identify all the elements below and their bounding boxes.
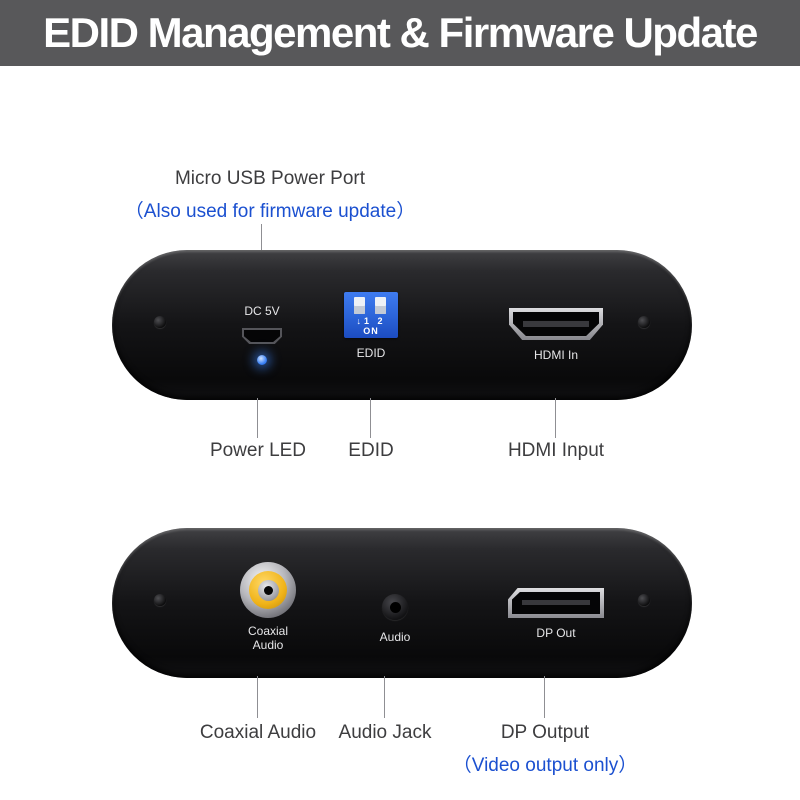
edid-port-label: EDID xyxy=(356,346,386,360)
hdmi-in-label: HDMI In xyxy=(533,348,578,362)
callout-power-led: Power LED xyxy=(209,440,307,461)
screw-icon xyxy=(154,594,166,606)
callout-hdmi-input: HDMI Input xyxy=(507,440,605,461)
usb-annotation-subtitle: （Also used for firmware update） xyxy=(124,201,416,222)
coaxial-port-label: Coaxial Audio xyxy=(208,624,328,652)
screw-icon xyxy=(638,316,650,328)
page-title: EDID Management & Firmware Update xyxy=(43,9,758,56)
callout-audio-jack: Audio Jack xyxy=(338,722,432,743)
dip-on-label: ON xyxy=(363,326,379,336)
coaxial-label-line2: Audio xyxy=(252,638,284,652)
device-top-panel: DC 5V ↓1 2 ON EDID HDMI In xyxy=(112,250,692,400)
hdmi-tongue xyxy=(523,321,589,327)
screw-icon xyxy=(154,316,166,328)
coaxial-center-hole xyxy=(263,585,273,595)
dp-pointer-line xyxy=(544,676,545,718)
coaxial-pointer-line xyxy=(257,676,258,718)
audio-pointer-line xyxy=(384,676,385,718)
power-led-light xyxy=(257,355,267,365)
device-bottom-panel: Coaxial Audio Audio DP Out xyxy=(112,528,692,678)
dp-out-label: DP Out xyxy=(536,626,576,640)
callout-coaxial-audio: Coaxial Audio xyxy=(199,722,317,743)
dip-switch-2 xyxy=(375,297,386,314)
micro-usb-opening xyxy=(244,330,280,342)
dip-switch-1 xyxy=(354,297,365,314)
callout-edid: EDID xyxy=(348,440,394,461)
power-led-pointer-line xyxy=(257,398,258,438)
dc-5v-label: DC 5V xyxy=(244,304,280,318)
callout-dp-output: DP Output xyxy=(500,722,590,743)
usb-annotation-title: Micro USB Power Port xyxy=(174,168,366,189)
coaxial-label-line1: Coaxial xyxy=(247,624,289,638)
micro-usb-port xyxy=(242,328,282,344)
dp-out-port xyxy=(508,588,604,618)
hdmi-pointer-line xyxy=(555,398,556,438)
title-banner: EDID Management & Firmware Update xyxy=(0,0,800,66)
audio-jack-hole xyxy=(389,601,401,613)
dip-numbers-label: ↓1 2 xyxy=(356,316,386,326)
coaxial-yellow-ring xyxy=(249,571,287,609)
hdmi-in-port xyxy=(509,308,603,340)
usb-pointer-line xyxy=(261,224,262,254)
audio-jack-port xyxy=(382,594,408,620)
screw-icon xyxy=(638,594,650,606)
coaxial-metal-ring xyxy=(257,579,279,601)
dp-output-note: （Video output only） xyxy=(452,755,638,776)
edid-pointer-line xyxy=(370,398,371,438)
audio-port-label: Audio xyxy=(379,630,411,644)
dp-pins xyxy=(522,600,590,605)
edid-dip-switch: ↓1 2 ON xyxy=(344,292,398,338)
coaxial-audio-port xyxy=(240,562,296,618)
